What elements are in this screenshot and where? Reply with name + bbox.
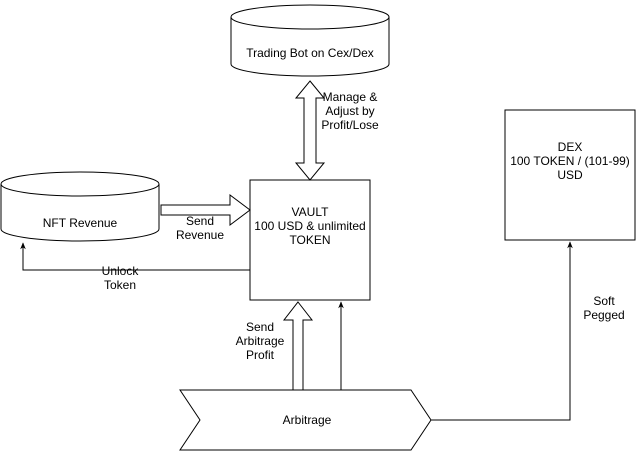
label-line: Arbitrage <box>236 334 285 348</box>
label-line: Send <box>186 214 214 228</box>
label-line: Unlock <box>102 264 140 278</box>
label-line: DEX <box>558 140 583 154</box>
arbitrage-node: Arbitrage <box>179 389 432 451</box>
nft-revenue-label: NFT Revenue <box>43 216 118 230</box>
label-line: Send <box>246 320 274 334</box>
label-line: Token <box>104 278 136 292</box>
arbitrage-label: Arbitrage <box>283 413 332 427</box>
label-line: Revenue <box>176 228 224 242</box>
label-line: Pegged <box>583 308 624 322</box>
label-line: Profit <box>246 348 275 362</box>
label-line: Profit/Lose <box>321 118 379 132</box>
trading-bot-node: Trading Bot on Cex/Dex <box>230 4 390 77</box>
trading-bot-label: Trading Bot on Cex/Dex <box>246 46 374 60</box>
label-line: Manage & <box>323 90 378 104</box>
label-line: Arbitrage <box>283 413 332 427</box>
label-line: USD <box>557 168 583 182</box>
label-line: NFT Revenue <box>43 216 118 230</box>
label-line: Adjust by <box>325 104 374 118</box>
label-line: Soft <box>593 294 615 308</box>
nft-revenue-node: NFT Revenue <box>0 171 160 242</box>
label-line: VAULT <box>292 205 330 219</box>
label-line: Trading Bot on Cex/Dex <box>246 46 374 60</box>
label-line: 100 USD & unlimited <box>254 219 365 233</box>
label-line: 100 TOKEN / (101-99) <box>510 154 630 168</box>
label-line: TOKEN <box>289 233 330 247</box>
